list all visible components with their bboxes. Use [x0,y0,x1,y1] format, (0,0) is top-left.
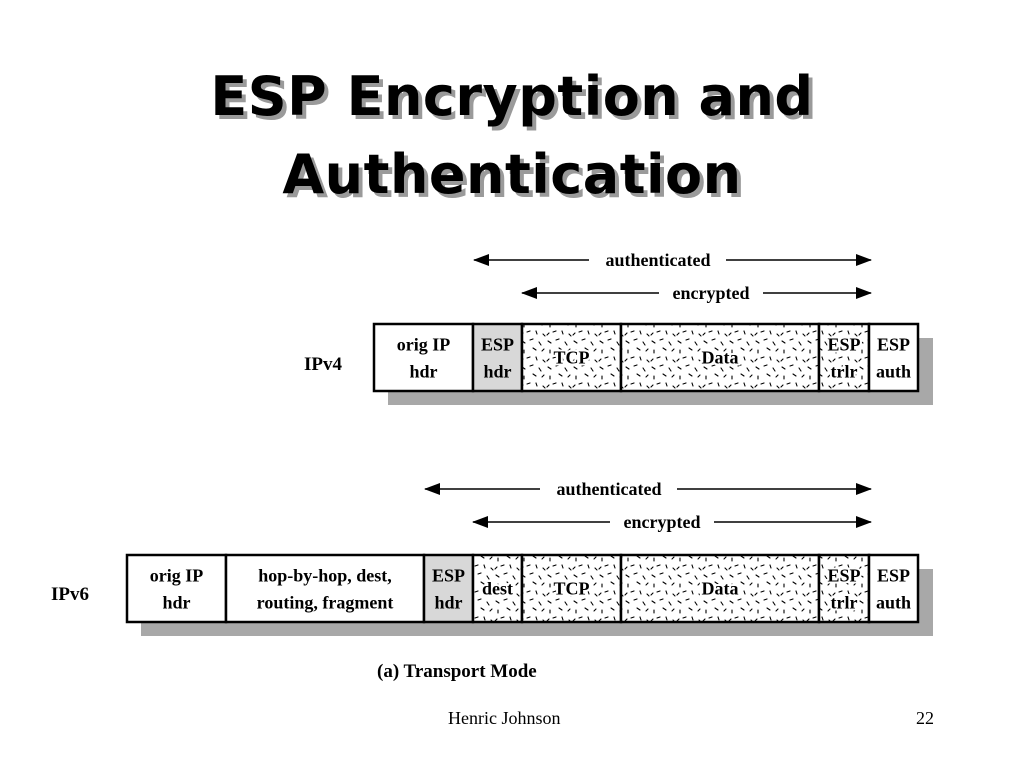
ipv6-field-ext-headers: hop-by-hop, dest, routing, fragment [224,553,426,624]
ipv6-field-tcp-label: TCP [554,579,590,599]
ipv6-field-ext-headers-label: hop-by-hop, dest, [258,566,392,586]
ipv6-field-esp-hdr: ESP hdr [422,553,475,624]
ipv6-authenticated-label: authenticated [557,479,662,499]
ipv4-field-esp-auth-label: auth [876,362,911,382]
ipv6-label: IPv6 [51,584,89,605]
ipv4-field-esp-auth-box [867,322,920,393]
ipv6-field-esp-trlr: ESP trlr [817,553,871,624]
ipv4-packet: orig IP hdr ESP hdr TCP Data ESP trlr ESP auth [372,322,920,393]
ipv4-arrow-authenticated: authenticated [473,250,872,270]
ipv4-field-data-label: Data [702,348,739,368]
ipv6-field-dest-box [471,553,524,624]
ipv4-field-esp-hdr-box [471,322,524,393]
ipv6-field-tcp-box [520,553,623,624]
ipv4-field-orig-ip-hdr: orig IP hdr [372,322,475,393]
ipv4-field-esp-trlr-box [817,322,871,393]
ipv4-field-esp-hdr: ESP hdr [471,322,524,393]
ipv4-field-esp-trlr-label: trlr [831,362,858,382]
ipv6-field-dest: dest [471,553,524,624]
ipv6-field-esp-hdr-label: hdr [434,593,462,613]
ipv4-authenticated-label: authenticated [606,250,711,270]
ipv4-field-tcp: TCP [520,322,623,393]
ipv4-field-esp-trlr-label: ESP [827,335,860,355]
slide-title-line-2: Authentication [282,143,742,206]
ipv4-field-esp-auth: ESP auth [867,322,920,393]
ipv6-encrypted-label: encrypted [624,512,701,532]
ipv6-packet: orig IP hdr hop-by-hop, dest, routing, frag… [125,553,920,624]
ipv6-field-ext-headers-label: routing, fragment [257,593,394,613]
ipv4-arrow-encrypted: encrypted [521,283,872,303]
ipv4-field-data: Data [619,322,821,393]
ipv4-label: IPv4 [304,354,343,375]
ipv4-field-esp-trlr: ESP trlr [817,322,871,393]
ipv6-field-esp-trlr-label: trlr [831,593,858,613]
ipv4-field-orig-ip-hdr-label: hdr [409,362,437,382]
ipv4-field-esp-auth-label: ESP [877,335,910,355]
ipv6-field-esp-auth-label: ESP [877,566,910,586]
footer-author: Henric Johnson [448,708,561,728]
ipv6-field-tcp: TCP [520,553,623,624]
ipv6-arrow-encrypted: encrypted [472,512,872,532]
diagram-caption: (a) Transport Mode [377,661,537,682]
footer-page-number: 22 [916,708,934,728]
ipv6-field-orig-ip-hdr-label: orig IP [150,566,204,586]
ipv6-field-esp-hdr-label: ESP [432,566,465,586]
slide-title: ESP Encryption and Authentication [0,58,1024,214]
ipv4-field-esp-hdr-label: hdr [483,362,511,382]
ipv4-field-tcp-label: TCP [554,348,590,368]
ipv6-field-esp-auth: ESP auth [867,553,920,624]
ipv6-field-data-label: Data [702,579,739,599]
ipv6-field-esp-auth-box [867,553,920,624]
ipv6-field-esp-auth-label: auth [876,593,911,613]
ipv4-encrypted-label: encrypted [673,283,750,303]
ipv6-field-ext-headers-box [224,553,426,624]
ipv4-field-orig-ip-hdr-label: orig IP [397,335,451,355]
slide-title-line-1: ESP Encryption and [210,65,814,128]
ipv4-field-tcp-box [520,322,623,393]
ipv6-field-dest-label: dest [482,579,513,599]
ipv4-field-esp-hdr-label: ESP [481,335,514,355]
ipv6-field-orig-ip-hdr-label: hdr [162,593,190,613]
ipv6-field-orig-ip-hdr: orig IP hdr [125,553,228,624]
ipv6-field-data: Data [619,553,821,624]
ipv6-field-esp-trlr-box [817,553,871,624]
ipv6-arrow-authenticated: authenticated [424,479,872,499]
ipv6-field-esp-trlr-label: ESP [827,566,860,586]
ipv4-field-data-box [619,322,821,393]
